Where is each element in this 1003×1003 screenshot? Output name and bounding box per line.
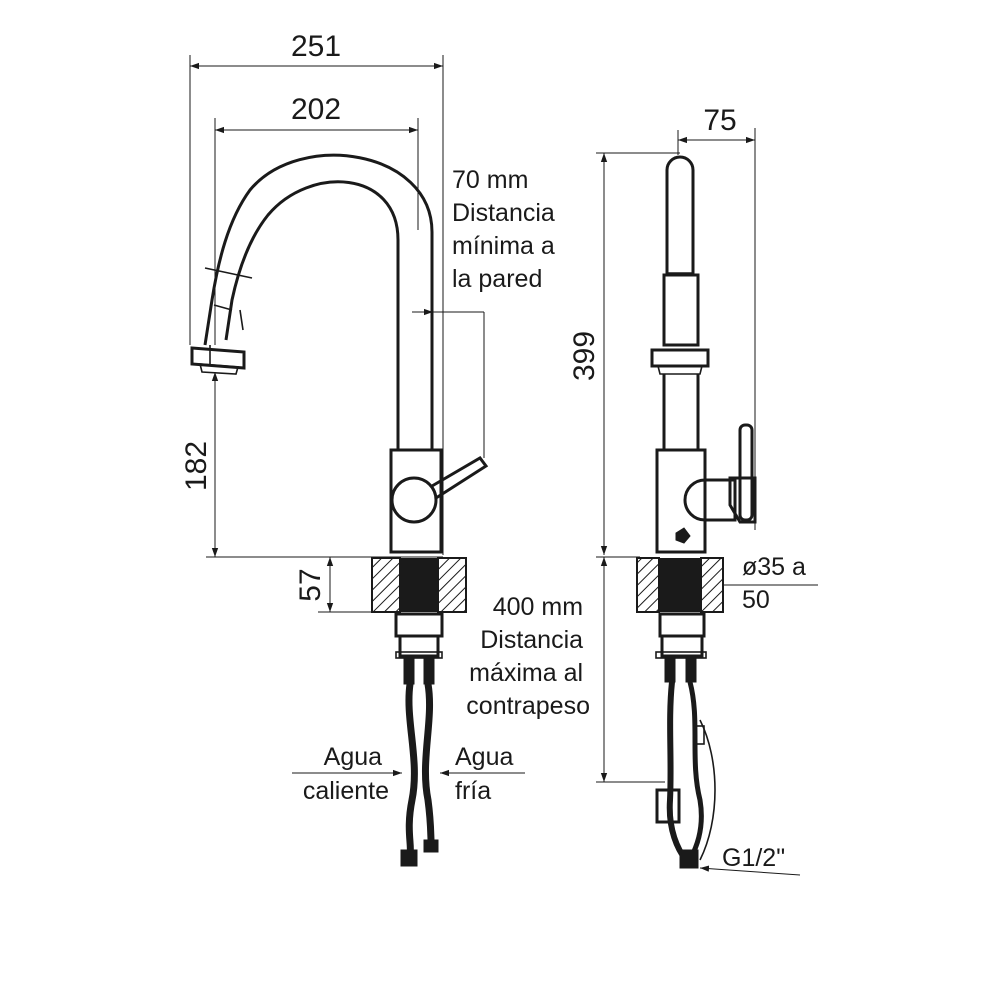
dim-spout-height-value: 182 (180, 441, 213, 491)
side-hoses (655, 681, 716, 869)
dimension-spout-reach: 202 (214, 93, 419, 345)
dimension-wall-distance (412, 308, 485, 458)
front-view: 251 202 182 57 70 mm (180, 30, 562, 867)
connection-thread: G1/2" (699, 844, 801, 876)
connection-label: G1/2" (722, 844, 785, 872)
counterweight-note: 400 mm Distancia máxima al contrapeso (466, 593, 590, 720)
dimension-overall-width: 251 (189, 30, 444, 555)
dimension-depth: 75 (677, 104, 756, 530)
dim-total-height-value: 399 (568, 331, 601, 381)
dimension-spout-height: 182 (180, 372, 443, 558)
supply-hoses (400, 683, 439, 867)
spray-head (190, 345, 246, 375)
water-labels: Agua caliente Agua fría (292, 743, 525, 805)
dim-deck-thickness-value: 57 (294, 568, 327, 601)
faucet-body (389, 448, 489, 554)
dim-depth-value: 75 (703, 104, 736, 137)
hole-diameter: ø35 a 50 (723, 553, 818, 614)
mounting-fittings (394, 612, 444, 685)
cold-water-label: Agua fría (455, 743, 520, 805)
wall-distance-note: 70 mm Distancia mínima a la pared (452, 166, 562, 293)
faucet-spout (203, 153, 434, 450)
side-deck-section (636, 557, 724, 613)
side-mounting-fittings (655, 612, 707, 683)
side-view: 75 399 400 mm Distancia máxima al contra… (466, 104, 818, 876)
dimension-counterweight (596, 556, 665, 783)
dim-overall-width-value: 251 (291, 30, 341, 63)
hole-diameter-label: ø35 a 50 (742, 553, 813, 614)
side-body (655, 423, 757, 554)
dimension-deck-thickness: 57 (294, 556, 372, 613)
hot-water-label: Agua caliente (303, 743, 389, 805)
deck-section (371, 557, 467, 613)
side-spout (650, 155, 710, 450)
dimension-total-height: 399 (568, 152, 680, 555)
dim-spout-reach-value: 202 (291, 93, 341, 126)
